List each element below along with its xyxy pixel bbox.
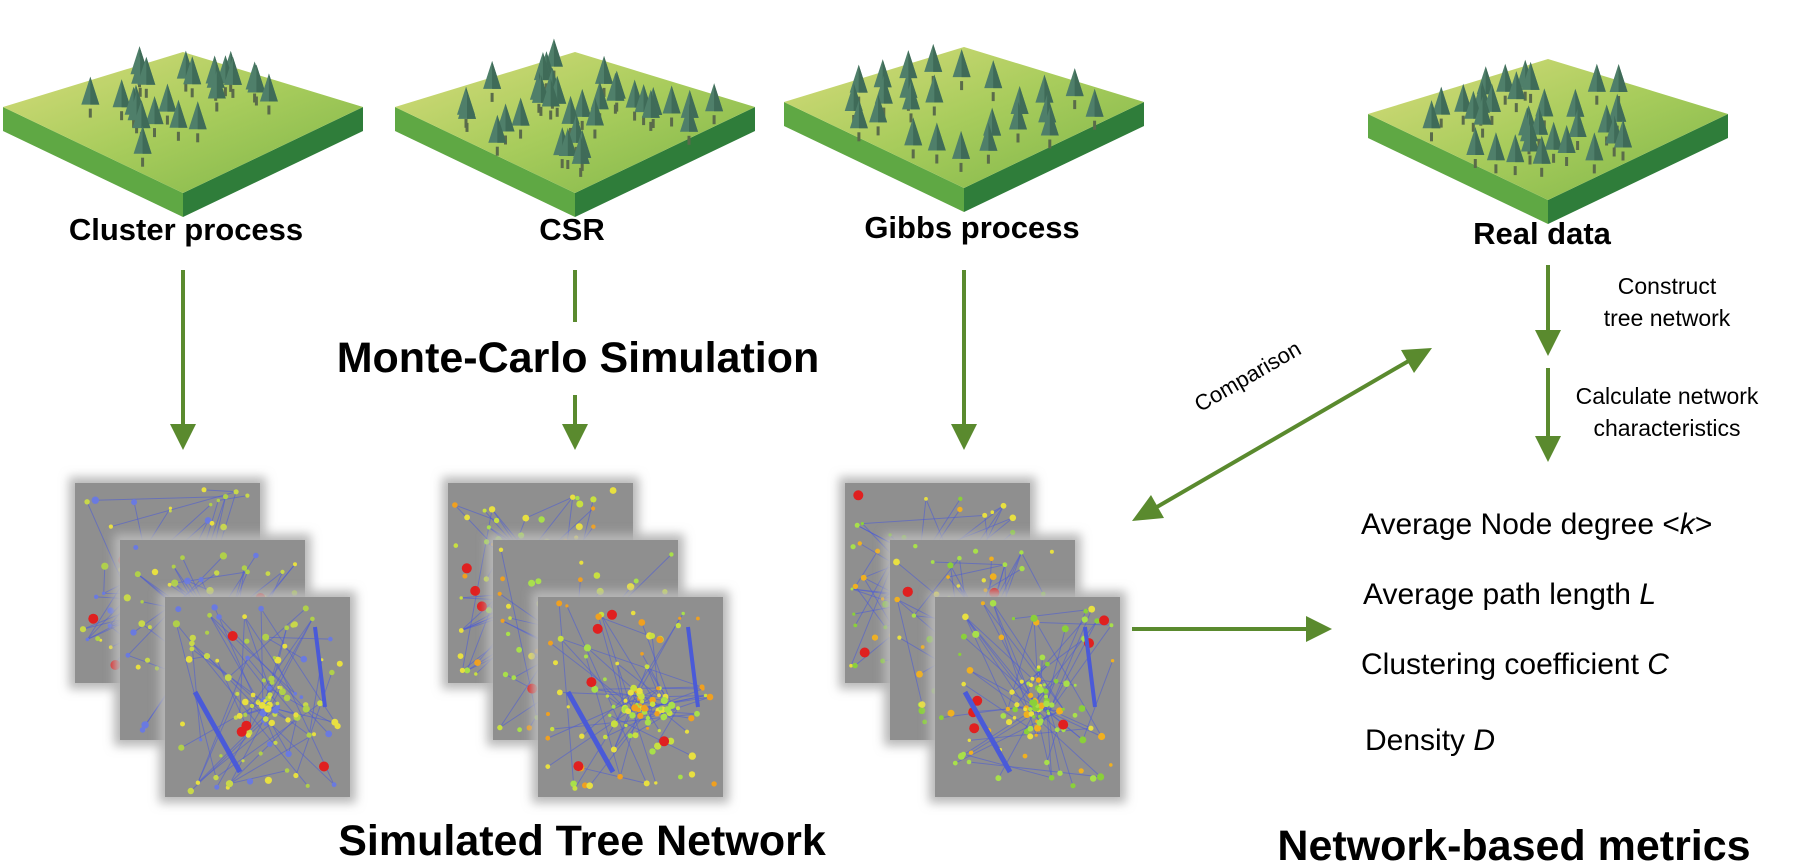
metric-density-text: Density bbox=[1365, 724, 1474, 757]
network-stack-csr bbox=[442, 477, 729, 803]
monte-carlo-title: Monte-Carlo Simulation bbox=[336, 334, 820, 382]
simulated-tree-network-title: Simulated Tree Network bbox=[338, 817, 826, 865]
network-panel bbox=[159, 591, 356, 803]
metric-density-var: D bbox=[1473, 724, 1496, 757]
network-panel bbox=[929, 591, 1126, 803]
metric-average-path-length: Average path length L bbox=[1363, 578, 1656, 612]
metric-degree-text: Average Node degree < bbox=[1361, 508, 1680, 541]
metric-clustering-var: C bbox=[1647, 648, 1669, 681]
step-calculate-line1: Calculate network bbox=[1575, 383, 1759, 409]
arrow-gibbs-to-network bbox=[951, 270, 977, 450]
step-construct-line1: Construct bbox=[1617, 273, 1717, 299]
plot-csr bbox=[395, 38, 755, 217]
step-construct-line2: tree network bbox=[1603, 305, 1731, 331]
step-calculate-characteristics: Calculate network characteristics bbox=[1576, 380, 1759, 444]
label-gibbs-process: Gibbs process bbox=[864, 210, 1080, 245]
plot-real-data bbox=[1368, 59, 1728, 224]
metric-clustering-text: Clustering coefficient bbox=[1361, 648, 1648, 681]
arrows bbox=[170, 265, 1561, 642]
label-real-data: Real data bbox=[1473, 216, 1611, 251]
arrow-real-construct bbox=[1535, 265, 1561, 356]
metric-path-var: L bbox=[1639, 578, 1657, 611]
metric-clustering-coefficient: Clustering coefficient C bbox=[1361, 648, 1669, 682]
metric-degree-end: > bbox=[1694, 508, 1713, 541]
arrow-cluster-to-network bbox=[170, 270, 196, 450]
network-stack-cluster bbox=[69, 477, 356, 803]
step-calculate-line2: characteristics bbox=[1593, 415, 1741, 441]
metric-average-node-degree: Average Node degree <k> bbox=[1361, 508, 1712, 542]
arrow-real-calculate bbox=[1535, 368, 1561, 462]
label-csr: CSR bbox=[539, 212, 605, 247]
metric-path-text: Average path length bbox=[1363, 578, 1640, 611]
network-based-metrics-title: Network-based metrics bbox=[1277, 822, 1751, 868]
network-panel bbox=[532, 591, 729, 803]
arrow-networks-to-metrics bbox=[1132, 616, 1332, 642]
arrow-title-to-csr-network bbox=[562, 395, 588, 450]
network-stack-gibbs bbox=[839, 477, 1126, 803]
plot-gibbs-process bbox=[784, 43, 1144, 212]
metric-degree-var: k bbox=[1679, 508, 1695, 541]
step-construct-network: Construct tree network bbox=[1604, 270, 1731, 334]
plot-cluster-process bbox=[3, 46, 363, 217]
metric-density: Density D bbox=[1365, 724, 1495, 758]
arrow-comparison-double bbox=[1132, 348, 1432, 521]
label-cluster-process: Cluster process bbox=[68, 212, 304, 247]
